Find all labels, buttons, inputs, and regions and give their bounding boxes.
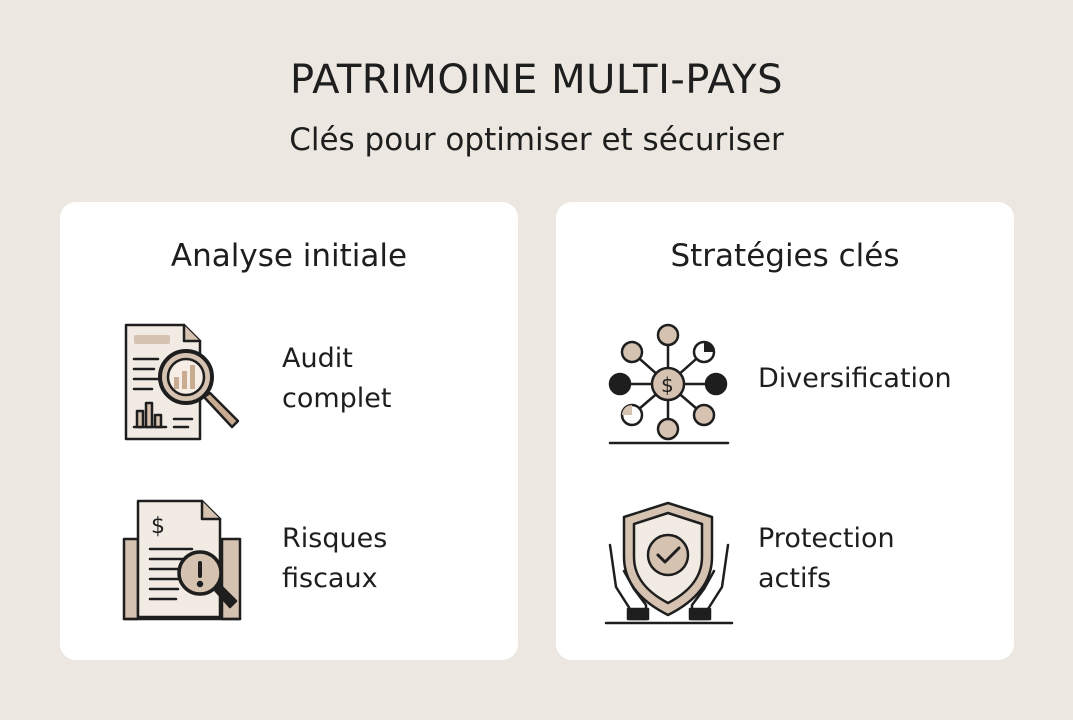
item-risques-fiscaux: $ Risques fiscaux [60,497,518,627]
svg-text:$: $ [151,514,165,539]
item-label-line1: Risques [282,523,388,554]
document-magnifier-chart-icon [118,317,248,447]
item-label: Risques fiscaux [282,519,387,599]
card-title: Stratégies clés [670,238,900,274]
card-strategies-cles: Stratégies clés [556,202,1014,660]
item-audit-complet: Audit complet [60,317,518,447]
diversification-network-icon: $ [604,317,734,447]
item-diversification: $ Diversification [556,317,1014,447]
item-label-line2: fiscaux [282,563,378,594]
shield-hands-check-icon [604,497,734,627]
tax-document-warning-icon: $ [118,497,248,627]
page-title: PATRIMOINE MULTI-PAYS [290,57,783,103]
svg-text:$: $ [661,373,674,397]
item-label: Diversification [758,359,952,399]
item-label: Audit complet [282,339,392,419]
item-protection-actifs: Protection actifs [556,497,1014,627]
item-label-line2: actifs [758,563,832,594]
item-label-line1: Diversification [758,363,952,394]
item-label-line1: Protection [758,523,895,554]
card-title: Analyse initiale [170,238,408,274]
item-label-line1: Audit [282,343,353,374]
item-label: Protection actifs [758,519,895,599]
page-subtitle: Clés pour optimiser et sécuriser [289,122,784,158]
item-label-line2: complet [282,383,392,414]
card-analyse-initiale: Analyse initiale [60,202,518,660]
